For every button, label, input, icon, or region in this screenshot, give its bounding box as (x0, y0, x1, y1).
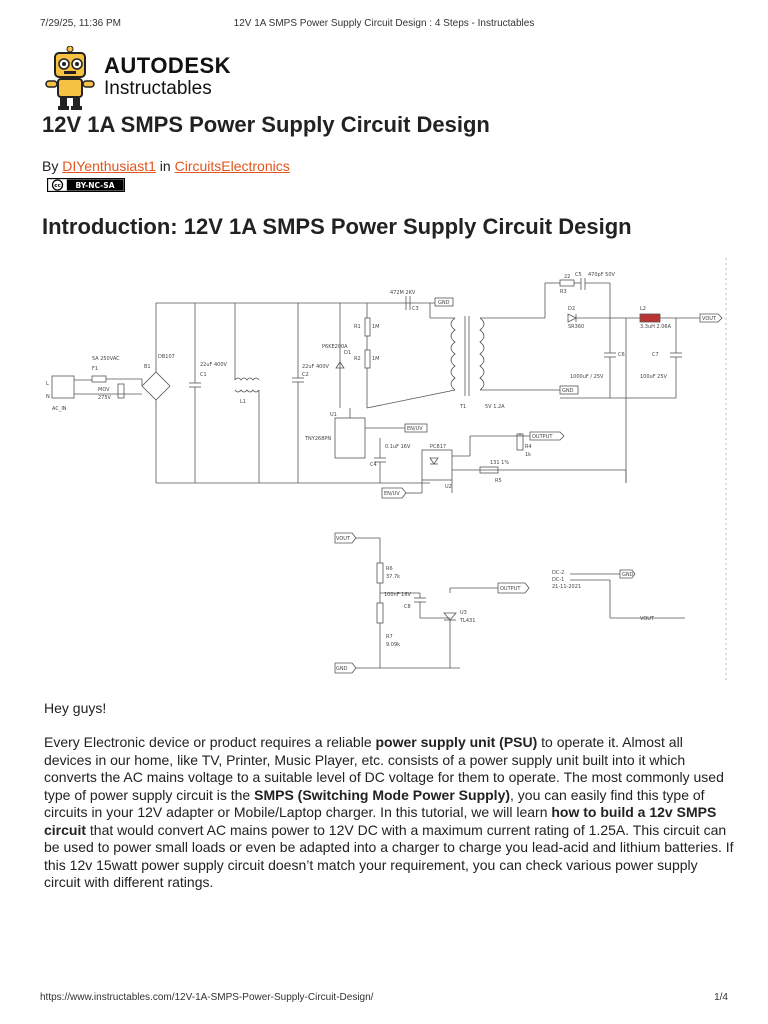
schematic-label-gnd: GND (562, 388, 574, 394)
schematic-label-c4-val: 0.1uF 16V (385, 444, 411, 450)
license-text: BY-NC-SA (75, 181, 114, 190)
schematic-label-r3: R3 (560, 289, 567, 295)
schematic-label-c4: C4 (370, 462, 377, 468)
schematic-label-gnd: GND (438, 300, 450, 306)
schematic-label-d2-val: SR360 (568, 324, 584, 330)
print-header: 7/29/25, 11:36 PM 12V 1A SMPS Power Supp… (40, 18, 728, 32)
paragraph-text: Every Electronic device or product requi… (44, 734, 734, 890)
logo-brand: AUTODESK (104, 53, 232, 78)
print-page-title: 12V 1A SMPS Power Supply Circuit Design … (233, 18, 535, 29)
intro-heading: Introduction: 12V 1A SMPS Power Supply C… (42, 214, 632, 239)
article-title: 12V 1A SMPS Power Supply Circuit Design (42, 112, 490, 137)
instructables-logo[interactable]: AUTODESK Instructables (44, 46, 244, 110)
byline-in: in (155, 158, 175, 174)
schematic-label-d1: D1 (344, 350, 351, 356)
schematic-label-c2-val: 22uF 400V (302, 364, 330, 370)
schematic-label-n: N (46, 394, 50, 400)
logo-subtitle: Instructables (104, 78, 212, 99)
svg-text:cc: cc (54, 183, 61, 189)
print-datetime: 7/29/25, 11:36 PM (40, 18, 121, 29)
schematic-label-r4-val: 1k (525, 452, 531, 458)
schematic-label-r6: R6 (386, 566, 393, 572)
schematic-label-r2: R2 (354, 356, 361, 362)
schematic-label-r1-val: 1M (372, 324, 380, 330)
schematic-label-pc817: PC817 (430, 444, 446, 450)
schematic-label-l: L (46, 381, 49, 387)
category-link[interactable]: CircuitsElectronics (174, 158, 290, 174)
schematic-label-dc-date: 21-11-2021 (552, 584, 581, 590)
schematic-label-r3-val: 22 (564, 274, 570, 280)
schematic-label-r4: R4 (525, 444, 532, 450)
schematic-label-c5: C5 (575, 272, 582, 278)
schematic-label-vout: VOUT (702, 316, 717, 322)
schematic-label-t1-val: 5V 1.2A (485, 404, 505, 410)
schematic-label-l2: L2 (640, 306, 646, 312)
schematic-label-gnd: GND (336, 666, 348, 672)
schematic-label-f1: F1 (92, 366, 98, 372)
footer-page-number: 1/4 (714, 992, 728, 1003)
schematic-label-c8: C8 (404, 604, 411, 610)
schematic-label-mov: MOV (98, 387, 110, 393)
circuit-schematic: 5A 250VAC F1 MOV 275V L N AC_IN B1 DB107… (46, 258, 727, 683)
schematic-label-c1: C1 (200, 372, 207, 378)
greeting: Hey guys! (44, 700, 107, 716)
schematic-label-u2: U2 (445, 484, 452, 490)
cc-license-badge[interactable]: cc BY-NC-SA (47, 178, 125, 192)
schematic-label-dc-plus: DC-1 (552, 577, 564, 583)
schematic-label-fuse: 5A 250VAC (92, 356, 120, 362)
schematic-label-vout: VOUT (640, 616, 655, 622)
schematic-label-c5-val: 470pF 50V (588, 272, 616, 278)
schematic-label-c8-val: 100nF 16V (384, 592, 412, 598)
schematic-label-r1: R1 (354, 324, 361, 330)
schematic-label-ac-in: AC_IN (52, 406, 67, 412)
schematic-label-l2-val: 3.3uH 2.06A (640, 324, 672, 330)
schematic-label-c6-val: 1000uF / 25V (570, 374, 604, 380)
schematic-label-c7: C7 (652, 352, 659, 358)
schematic-label-output: OUTPUT (500, 586, 521, 592)
schematic-label-tny: TNY268PN (304, 436, 331, 442)
schematic-label-u3: U3 (460, 610, 467, 616)
schematic-label-enuv: EN/UV (384, 491, 400, 497)
schematic-label-r5: R5 (495, 478, 502, 484)
schematic-label-u1: U1 (330, 412, 337, 418)
schematic-label-d2: D2 (568, 306, 575, 312)
schematic-label-c7-val: 100uF 25V (640, 374, 668, 380)
robot-mascot-icon (45, 46, 95, 110)
schematic-label-t1: T1 (459, 404, 466, 410)
byline-prefix: By (42, 158, 63, 174)
schematic-label-enuv: EN/UV (407, 426, 423, 432)
schematic-label-c3: C3 (412, 306, 419, 312)
schematic-label-b1: B1 (144, 364, 151, 370)
schematic-label-c3-val: 472M 2KV (390, 290, 416, 296)
schematic-label-r7-val: 9.09k (386, 642, 400, 648)
schematic-label-c1-val: 22uF 400V (200, 362, 228, 368)
schematic-label-r6-val: 37.7k (386, 574, 400, 580)
schematic-label-u3-val: TL431 (459, 618, 475, 624)
schematic-label-p6ke200: P6KE200A (322, 344, 348, 350)
schematic-label-output: OUTPUT (532, 434, 553, 440)
schematic-label-r2-val: 1M (372, 356, 380, 362)
schematic-label-r7: R7 (386, 634, 393, 640)
schematic-label-mov-v: 275V (98, 395, 112, 401)
byline: By DIYenthusiast1 in CircuitsElectronics (42, 158, 290, 174)
footer-url: https://www.instructables.com/12V-1A-SMP… (40, 992, 374, 1003)
schematic-label-c6: C6 (618, 352, 625, 358)
schematic-label-c2: C2 (302, 372, 309, 378)
schematic-label-vout: VOUT (336, 536, 351, 542)
intro-paragraph: Every Electronic device or product requi… (44, 734, 734, 892)
schematic-label-r5-val: 131 1% (490, 460, 509, 466)
schematic-label-dc-minus: DC-2 (552, 570, 564, 576)
author-link[interactable]: DIYenthusiast1 (62, 158, 156, 174)
schematic-label-db107: DB107 (158, 354, 175, 360)
schematic-label-l1: L1 (240, 399, 246, 405)
schematic-label-gnd: GND (622, 572, 634, 578)
